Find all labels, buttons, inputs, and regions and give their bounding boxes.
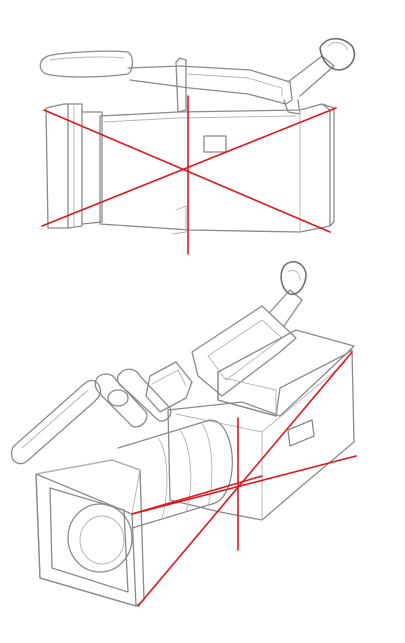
lens-hood xyxy=(63,103,83,229)
lens-barrel-ring-3 xyxy=(201,423,213,507)
camera-body-inner xyxy=(103,115,297,123)
camera-body xyxy=(99,103,331,233)
camera-perspective-view xyxy=(10,261,357,607)
mount-tab xyxy=(171,205,187,235)
lens-front-plate xyxy=(45,103,69,229)
side-panel xyxy=(287,419,315,447)
guide-horizon xyxy=(131,475,263,515)
handle-top-block xyxy=(145,361,193,413)
viewfinder-eyecup xyxy=(280,261,307,296)
rear-top-block-edge xyxy=(223,377,277,417)
roller-end-cap xyxy=(107,389,129,407)
lens-hood-front xyxy=(35,473,137,607)
guide-diagonal-b xyxy=(41,107,337,227)
handle-top-block-inner xyxy=(151,369,187,387)
camera-body-rear-face xyxy=(321,103,335,227)
camera-body-top-edge xyxy=(261,361,347,433)
viewfinder-eyecup-inner xyxy=(287,269,301,281)
guide-diagonal-b xyxy=(137,351,353,607)
handle-roller-1 xyxy=(94,373,148,428)
viewfinder-eyecup xyxy=(319,37,356,71)
lens-barrel-ring-1 xyxy=(157,437,168,519)
top-handle-bar-inner xyxy=(187,73,283,97)
handle-grip xyxy=(39,50,134,78)
camera-body xyxy=(167,349,355,521)
lens-hood-inner-frame xyxy=(49,487,129,593)
front-lens-glass-inner xyxy=(79,515,125,565)
rear-top-front-face xyxy=(217,371,277,417)
guide-diagonal-a xyxy=(131,455,357,515)
viewfinder-frame xyxy=(191,305,297,397)
viewfinder-eyecup-inner xyxy=(327,42,349,51)
handle-roller-2 xyxy=(116,368,172,422)
lens-barrel xyxy=(117,419,233,529)
camera-side-view xyxy=(39,37,356,255)
handle-bracket xyxy=(175,57,187,113)
grip-bar-inner xyxy=(21,389,89,449)
lens-barrel-ring-2 xyxy=(179,429,192,513)
handle-post-rear xyxy=(283,99,301,115)
top-handle-bar xyxy=(127,65,293,105)
lens-barrel xyxy=(81,111,103,225)
viewfinder-neck xyxy=(269,289,303,327)
handle-grip-inner xyxy=(49,56,125,61)
front-lens-glass xyxy=(67,503,133,573)
lens-hood-top xyxy=(35,459,141,515)
grip-bar xyxy=(10,379,102,465)
guide-diagonal-a xyxy=(43,109,331,233)
side-panel xyxy=(203,135,227,153)
viewfinder-tube xyxy=(287,55,335,97)
